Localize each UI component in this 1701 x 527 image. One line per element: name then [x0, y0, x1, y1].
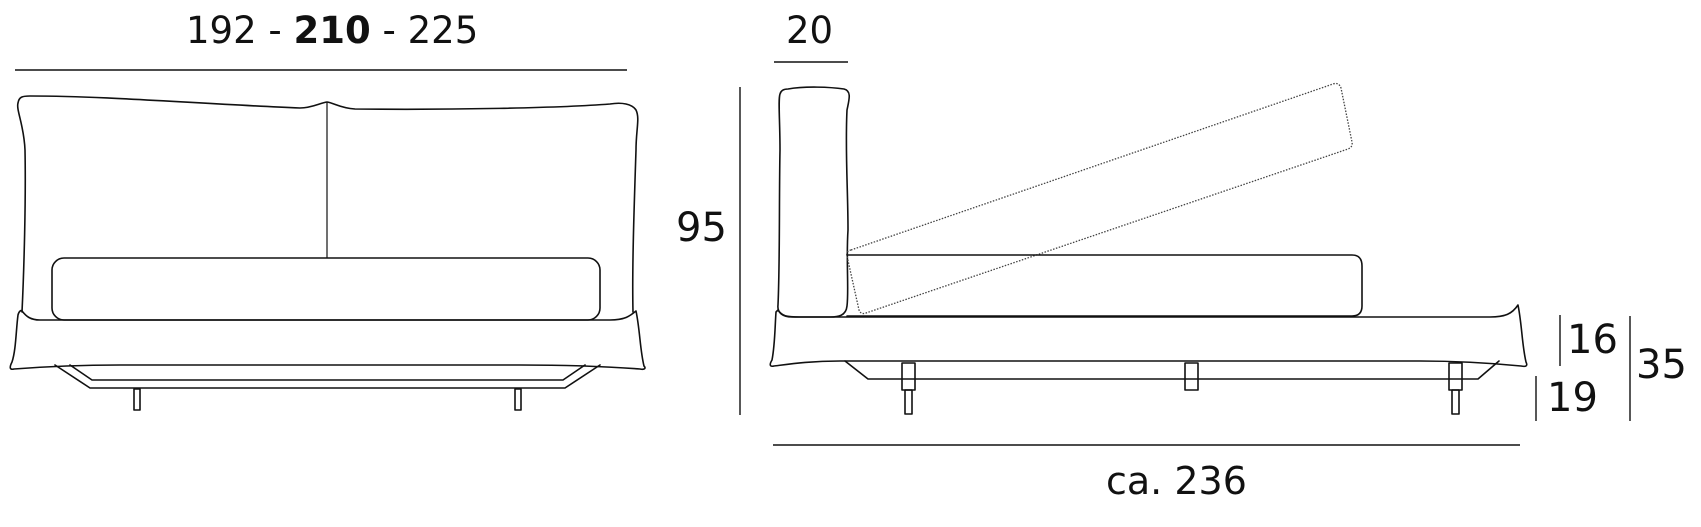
front-underframe-outer: [54, 364, 601, 389]
front-headboard: [16, 95, 639, 313]
front-leg-right: [514, 388, 522, 411]
width-sep-2: -: [370, 9, 408, 52]
width-standard: 210: [293, 9, 371, 52]
headboard-depth-label: 20: [786, 9, 834, 52]
side-leg-rod-left: [904, 389, 913, 415]
width-sep-1: -: [256, 9, 294, 52]
front-width-label: 192 - 210 - 225: [186, 12, 478, 49]
side-center-support: [1184, 362, 1199, 391]
side-lifted-mattress-dotted: [846, 82, 1353, 315]
leg-height-label: 19: [1547, 375, 1598, 421]
front-view: [9, 69, 646, 411]
front-underframe-inner: [69, 364, 586, 381]
total-height-label: 95: [676, 205, 727, 251]
side-mattress: [846, 254, 1363, 317]
front-cushion: [51, 257, 601, 321]
frame-height-label: 16: [1567, 317, 1618, 363]
front-leg-left: [133, 388, 141, 411]
bed-height-label: 35: [1636, 342, 1687, 388]
length-label: ca. 236: [1106, 459, 1247, 503]
side-leg-block-left: [901, 362, 916, 391]
side-leg-rod-right: [1451, 389, 1460, 415]
width-max: 225: [407, 9, 479, 52]
side-headboard: [777, 86, 851, 318]
front-base: [9, 309, 646, 371]
side-view: [739, 61, 1631, 446]
width-min: 192: [186, 9, 257, 52]
side-underframe: [844, 360, 1500, 380]
side-leg-block-right: [1448, 362, 1463, 391]
side-base: [769, 304, 1528, 368]
